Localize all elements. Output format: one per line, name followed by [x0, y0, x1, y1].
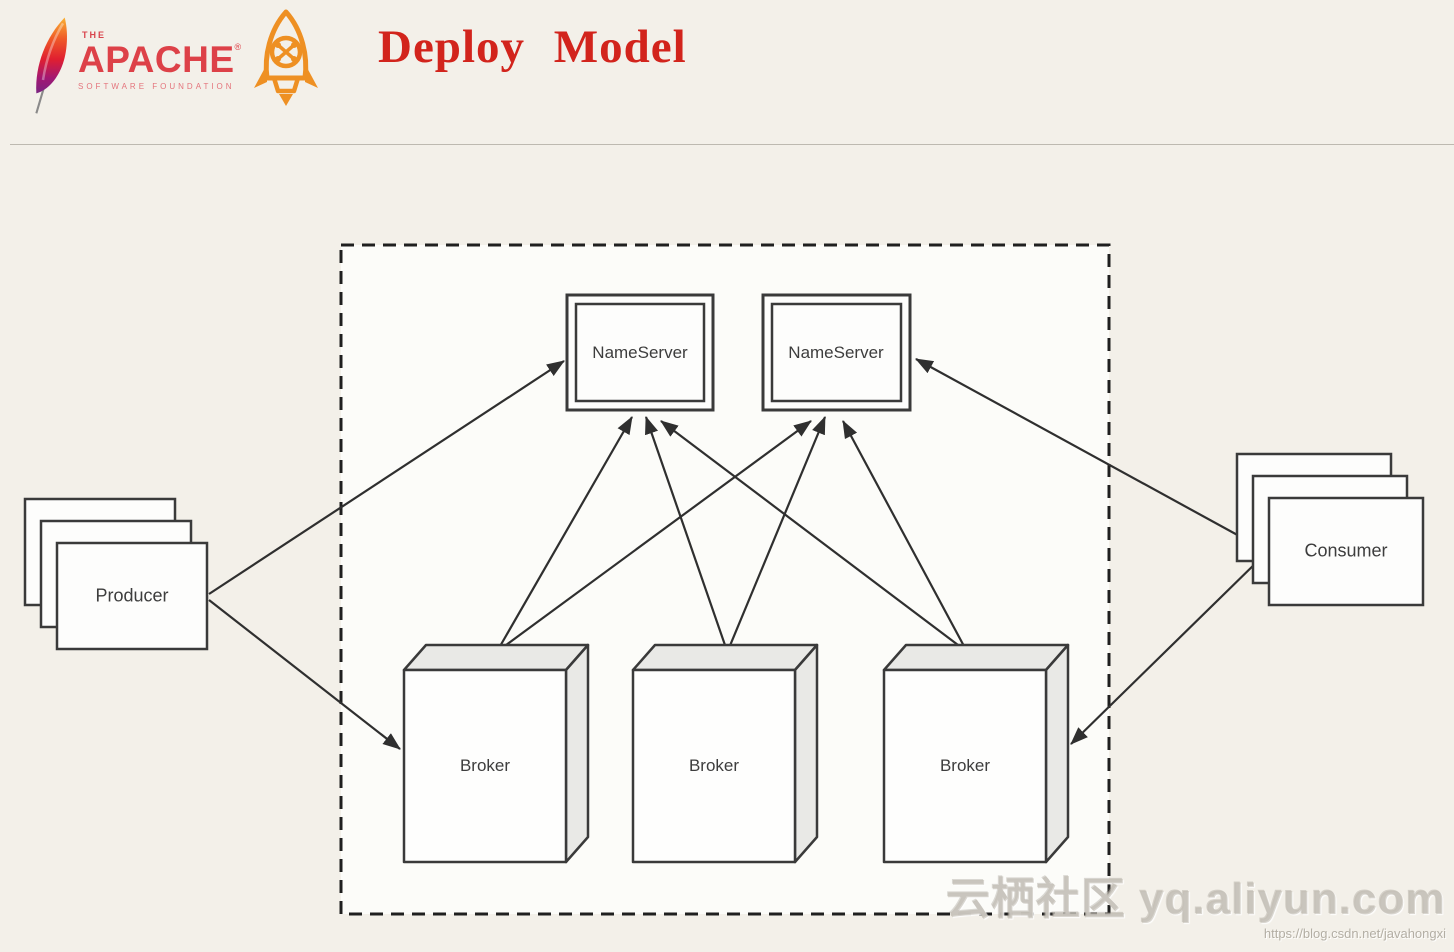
producer-label: Producer	[95, 585, 169, 606]
edge-broker3-nameserver2	[842, 420, 966, 649]
apache-registered-mark: ®	[234, 42, 242, 52]
broker3-box	[882, 643, 1070, 864]
rocketmq-rocket-icon	[254, 9, 318, 106]
broker3-label: Broker	[939, 756, 991, 775]
producer-box	[23, 497, 209, 651]
nameserver2-box	[761, 293, 912, 412]
edge-broker1-nameserver2	[501, 420, 812, 649]
apache-subtitle-label: SOFTWARE FOUNDATION	[78, 82, 235, 91]
apache-logo: THE APACHE® SOFTWARE FOUNDATION	[28, 12, 243, 117]
edge-broker2-nameserver1	[644, 415, 728, 649]
page-title: Deploy Model	[378, 21, 687, 73]
header: THE APACHE® SOFTWARE FOUNDATION Deploy M…	[0, 0, 1454, 144]
consumer-label: Consumer	[1304, 540, 1388, 561]
edge-consumer-broker3	[1070, 555, 1264, 745]
broker1-box	[402, 643, 590, 864]
apache-name-label: APACHE	[78, 39, 235, 80]
nameserver2-label: NameServer	[788, 343, 884, 362]
edge-producer-broker1	[208, 599, 401, 750]
consumer-box	[1235, 452, 1425, 607]
broker2-label: Broker	[688, 756, 740, 775]
apache-wordmark: THE APACHE® SOFTWARE FOUNDATION	[78, 30, 243, 91]
header-divider	[10, 144, 1454, 145]
apache-feather-icon	[35, 17, 67, 114]
watermark-url-text: https://blog.csdn.net/javahongxi	[1263, 926, 1446, 941]
watermark-main-text: 云栖社区 yq.aliyun.com	[946, 875, 1446, 924]
edge-broker3-nameserver1	[660, 420, 963, 649]
broker2-box	[631, 643, 819, 864]
edge-consumer-nameserver2	[915, 358, 1264, 550]
edge-broker2-nameserver2	[727, 416, 827, 649]
watermark: 云栖社区 yq.aliyun.com https://blog.csdn.net…	[946, 875, 1446, 942]
apache-the-label: THE	[82, 30, 106, 40]
edge-producer-nameserver1	[208, 360, 565, 595]
nameserver1-label: NameServer	[592, 343, 688, 362]
broker1-label: Broker	[459, 756, 511, 775]
nameserver1-box	[565, 293, 715, 412]
edge-broker1-nameserver1	[498, 416, 633, 649]
